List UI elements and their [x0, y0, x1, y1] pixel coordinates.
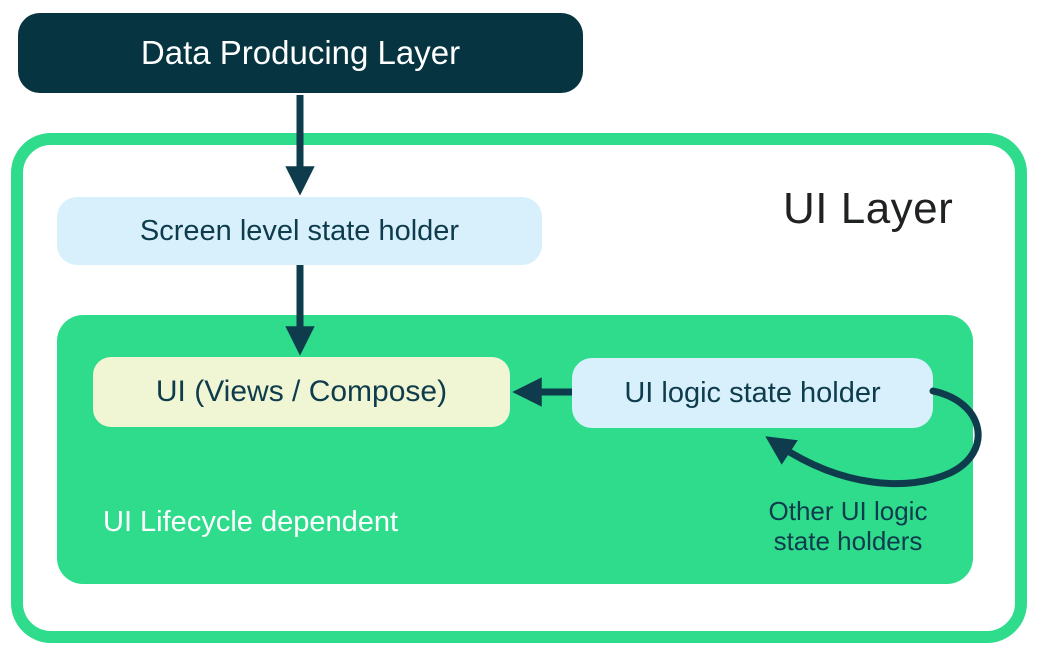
ui-layer-title: UI Layer [783, 184, 954, 233]
ui-logic-state-holder-box: UI logic state holder [572, 358, 933, 428]
ui-logic-state-holder-label: UI logic state holder [624, 376, 881, 409]
data-producing-layer-label: Data Producing Layer [140, 34, 461, 71]
data-producing-layer-box: Data Producing Layer [18, 13, 583, 93]
screen-level-state-holder-box: Screen level state holder [57, 197, 542, 265]
other-ui-logic-state-holders-label: Other UI logic state holders [713, 496, 983, 557]
ui-views-compose-box: UI (Views / Compose) [93, 357, 510, 427]
screen-level-state-holder-label: Screen level state holder [139, 214, 460, 247]
ui-views-compose-label: UI (Views / Compose) [155, 375, 448, 408]
ui-lifecycle-dependent-label: UI Lifecycle dependent [103, 506, 399, 538]
other-ui-logic-state-holders-line2: state holders [773, 526, 923, 557]
other-ui-logic-state-holders-line1: Other UI logic [768, 496, 928, 526]
